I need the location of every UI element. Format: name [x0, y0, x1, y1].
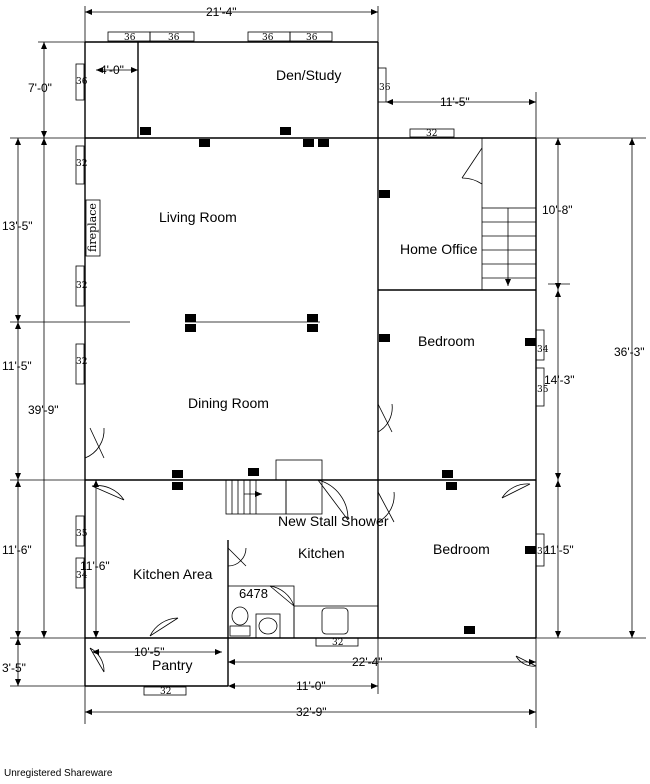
room-shower: New Stall Shower	[278, 513, 389, 529]
window-label: 32	[160, 687, 171, 697]
fireplace-block	[85, 199, 101, 257]
window-label: 35	[537, 385, 549, 395]
dim-top-width: 21'-4"	[206, 5, 237, 19]
dim-kitchen-width: 22'-4"	[352, 655, 383, 669]
window-label: 32	[537, 547, 548, 557]
dim-bottom-overall: 32'-9"	[296, 705, 327, 719]
room-pantry: Pantry	[152, 657, 192, 673]
fireplace-label: fireplace	[86, 203, 99, 252]
doors	[84, 147, 537, 673]
room-bedroom-lower: Bedroom	[433, 541, 490, 557]
window-label: 36	[168, 33, 180, 43]
room-labels: Den/Study Living Room Home Office Bedroo…	[133, 67, 490, 673]
dim-kitchen-left: 11'-6"	[2, 543, 32, 557]
window-label: 32	[76, 281, 87, 291]
window-label: 35	[76, 529, 88, 539]
room-kitchen: Kitchen	[298, 545, 345, 561]
dim-den-closet: 4'-0"	[100, 63, 124, 77]
dim-den-height: 7'-0"	[28, 81, 52, 95]
stairs-office	[481, 138, 537, 291]
walls	[84, 41, 537, 687]
window-labels: 36 36 36 36 36 36 32 32 32 32 34 35 35 3…	[76, 33, 549, 697]
room-den-study: Den/Study	[276, 67, 341, 83]
shareware-footer: Unregistered Shareware	[4, 768, 113, 779]
window-label: 36	[124, 33, 136, 43]
room-kitchen-area: Kitchen Area	[133, 566, 213, 582]
window-label: 32	[76, 159, 87, 169]
room-home-office: Home Office	[400, 241, 478, 257]
window-label: 32	[76, 357, 87, 367]
room-bedroom-upper: Bedroom	[418, 333, 475, 349]
dim-pantry-width: 10'-5"	[134, 645, 165, 659]
window-label: 36	[262, 33, 274, 43]
dim-right-top: 11'-5"	[440, 95, 470, 109]
dimension-labels: 21'-4" 4'-0" 7'-0" 11'-5" 13'-5" 39'-9" …	[2, 5, 645, 719]
dim-bedroom2-height: 11'-5"	[544, 543, 574, 557]
dimension-lines	[10, 6, 646, 728]
window-label: 32	[332, 638, 343, 648]
appliance-label: 6478	[239, 586, 268, 601]
dim-bedroom1-height: 14'-3"	[544, 373, 575, 387]
dim-overall-height: 39'-9"	[28, 403, 59, 417]
window-label: 34	[537, 345, 549, 355]
dim-pantry-height: 3'-5"	[2, 661, 26, 675]
dim-office-height: 10'-8"	[542, 203, 573, 217]
windows	[75, 31, 545, 696]
stairs-kitchen	[225, 479, 287, 515]
window-label: 36	[76, 77, 88, 87]
dim-dining-height: 11'-5"	[2, 359, 32, 373]
dim-overall-right: 36'-3"	[614, 345, 645, 359]
window-label: 36	[306, 33, 318, 43]
room-living: Living Room	[159, 209, 237, 225]
dim-living-height: 13'-5"	[2, 219, 33, 233]
fixtures	[227, 585, 379, 639]
dim-kitchen-inner: 11'-6"	[80, 559, 110, 573]
dim-bottom-inner: 11'-0"	[296, 679, 326, 693]
window-label: 32	[426, 129, 437, 139]
room-dining: Dining Room	[188, 395, 269, 411]
window-label: 34	[76, 571, 88, 581]
window-label: 36	[379, 83, 391, 93]
